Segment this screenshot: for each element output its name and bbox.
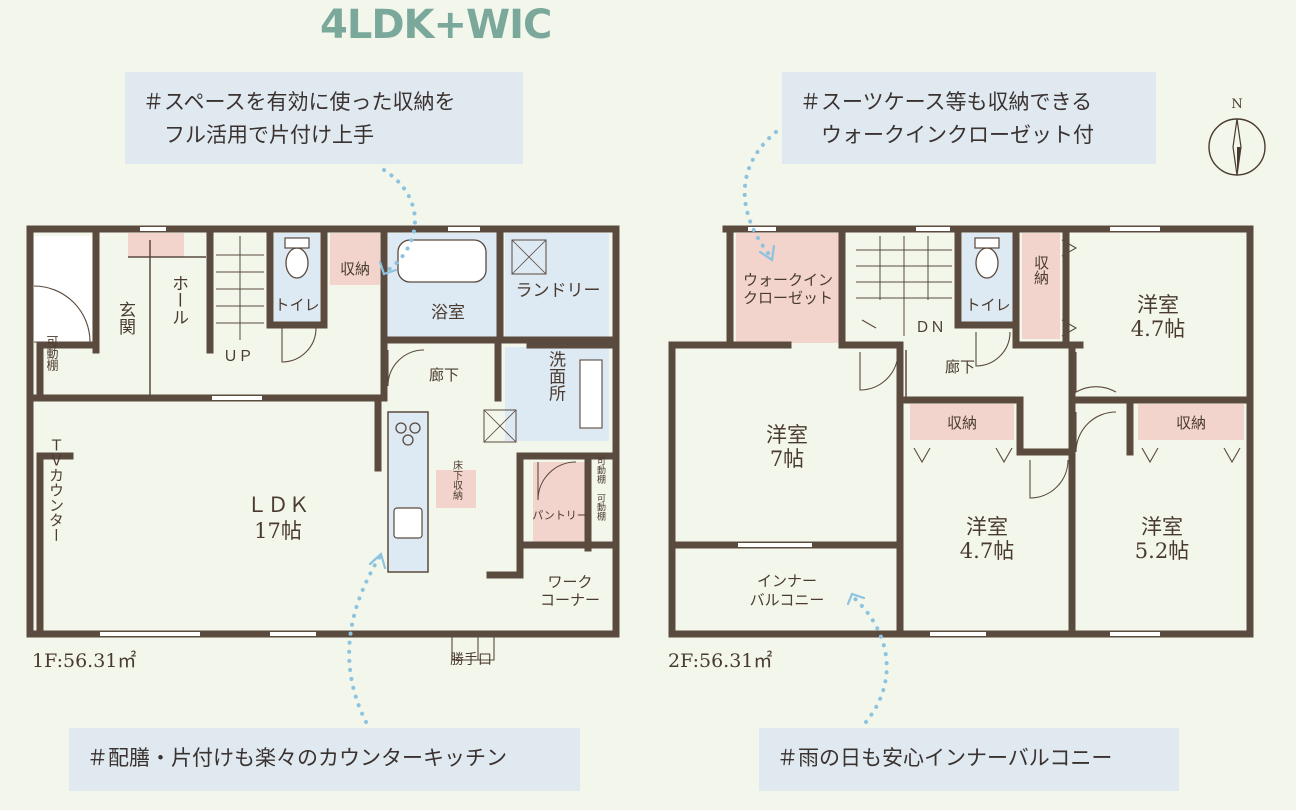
label-room-e: 洋室 bbox=[1141, 515, 1183, 539]
f1-shoe-storage bbox=[128, 233, 184, 257]
label-f2-toilet: トイレ bbox=[965, 296, 1010, 314]
underfloor-storage bbox=[436, 470, 476, 508]
f1-walls bbox=[26, 225, 620, 638]
label-ldk: ＬＤＫ bbox=[247, 493, 310, 517]
label-ldk-size: 17帖 bbox=[254, 519, 302, 543]
f2-storage-b bbox=[1138, 404, 1244, 440]
label-room-e-size: 5.2帖 bbox=[1135, 539, 1189, 563]
callout-storage: ＃スペースを有効に使った収納を フル活用で片付け上手 bbox=[125, 72, 523, 164]
label-f2-storage-v: 収納 bbox=[1032, 255, 1050, 286]
label-wic-1: ウォークイン bbox=[743, 271, 833, 289]
sink-icon bbox=[393, 507, 423, 539]
f1-windows bbox=[100, 227, 480, 636]
f2-windows bbox=[738, 227, 1160, 636]
callout-storage-line2: フル活用で片付け上手 bbox=[143, 123, 374, 147]
f2-stairs bbox=[856, 236, 952, 336]
label-f1-toilet: トイレ bbox=[274, 296, 319, 314]
label-underfloor: 床下収納 bbox=[451, 459, 463, 501]
floor1-area: 1F:56.31㎡ bbox=[32, 650, 137, 672]
label-tv-counter: ＴＶカウンター bbox=[47, 438, 65, 543]
toilet-icon bbox=[285, 247, 309, 279]
callout-storage-line1: ＃スペースを有効に使った収納を bbox=[143, 90, 456, 114]
f1-doors bbox=[33, 285, 577, 661]
label-f2-hallway: 廊下 bbox=[945, 358, 975, 376]
label-f1-storage: 収納 bbox=[340, 260, 370, 278]
f2-storage-a bbox=[910, 404, 1014, 440]
callout-balcony: ＃雨の日も安心インナーバルコニー bbox=[759, 728, 1179, 791]
label-work-a: ワーク bbox=[547, 573, 592, 591]
label-up: ＵＰ bbox=[223, 347, 253, 365]
label-f1-hallway: 廊下 bbox=[429, 366, 459, 384]
f2-storage-vertical bbox=[1022, 233, 1060, 339]
callout-kitchen-text: ＃配膳・片付けも楽々のカウンターキッチン bbox=[87, 746, 507, 770]
callout-balcony-text: ＃雨の日も安心インナーバルコニー bbox=[777, 746, 1113, 770]
f2-toilet-icon bbox=[975, 247, 999, 279]
label-room-w: 洋室 bbox=[766, 423, 808, 447]
label-back-door: 勝手口 bbox=[450, 652, 492, 668]
label-room-c-size: 4.7帖 bbox=[960, 539, 1014, 563]
pantry-area bbox=[533, 462, 588, 544]
label-f1-shelf: 可動棚 bbox=[45, 335, 59, 372]
wic-area bbox=[736, 233, 842, 343]
label-f2-storage-a: 収納 bbox=[947, 414, 977, 432]
label-laundry: ランドリー bbox=[516, 281, 601, 301]
callout-wic-line2: ウォークインクローゼット付 bbox=[800, 123, 1094, 147]
callout-wic: ＃スーツケース等も収納できる ウォークインクローゼット付 bbox=[782, 72, 1156, 164]
label-room-ne-size: 4.7帖 bbox=[1131, 317, 1185, 341]
callout-arrows bbox=[347, 130, 889, 724]
label-wic-2: クローゼット bbox=[743, 289, 833, 307]
callout-kitchen: ＃配膳・片付けも楽々のカウンターキッチン bbox=[69, 728, 580, 791]
stove-icon bbox=[395, 422, 407, 434]
label-dn: ＤＮ bbox=[915, 318, 945, 336]
label-room-w-size: 7帖 bbox=[770, 447, 804, 471]
f2-walls bbox=[668, 225, 1254, 638]
floor2-plan: ウォークイン クローゼット ＤＮ トイレ 収納 洋室 4.7帖 廊下 洋室 7帖… bbox=[668, 225, 1254, 638]
label-f2-storage-b: 収納 bbox=[1176, 414, 1206, 432]
label-genkan: 玄関 bbox=[115, 301, 135, 335]
label-room-c: 洋室 bbox=[966, 515, 1008, 539]
callout-wic-line1: ＃スーツケース等も収納できる bbox=[800, 90, 1093, 114]
kitchen-counter bbox=[387, 411, 429, 573]
label-shelf-b: 可動棚 bbox=[595, 493, 606, 521]
compass-north: N bbox=[1231, 97, 1242, 112]
label-work-b: コーナー bbox=[540, 591, 600, 609]
floor1-plan: 玄関 ホール ＵＰ トイレ 収納 浴室 ランドリー 可動棚 廊下 洗面所 ＬＤＫ… bbox=[26, 225, 620, 668]
floor2-area: 2F:56.31㎡ bbox=[668, 650, 773, 672]
label-room-ne: 洋室 bbox=[1137, 293, 1179, 317]
compass-icon: N bbox=[1208, 97, 1266, 176]
label-hall: ホール bbox=[168, 275, 188, 326]
label-balcony-2: バルコニー bbox=[750, 591, 825, 609]
label-shelf-a: 可動棚 bbox=[595, 456, 606, 484]
label-balcony-1: インナー bbox=[757, 572, 817, 590]
f1-storage-area bbox=[330, 233, 380, 285]
f1-stairs bbox=[216, 236, 264, 340]
bathtub-icon bbox=[397, 239, 487, 283]
label-bath: 浴室 bbox=[431, 303, 465, 323]
label-pantry: パントリー bbox=[532, 509, 588, 522]
label-washroom: 洗面所 bbox=[545, 350, 566, 401]
genkan-tiles bbox=[34, 236, 92, 342]
arrowheads bbox=[368, 244, 866, 606]
plan-title: 4LDK+WIC bbox=[320, 2, 552, 48]
